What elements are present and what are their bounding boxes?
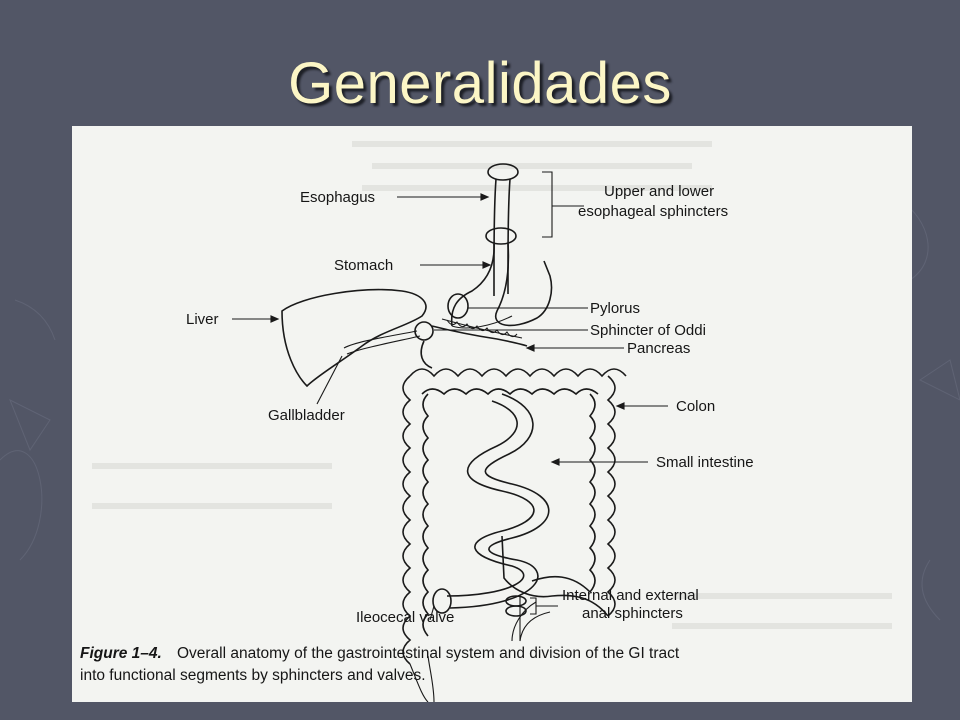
figure-caption-line-2: into functional segments by sphincters a… bbox=[80, 667, 426, 684]
label-anal-sphincters-2: anal sphincters bbox=[582, 605, 683, 622]
anatomy-figure: Esophagus Stomach Liver Gallbladder Uppe… bbox=[72, 126, 912, 702]
label-pancreas: Pancreas bbox=[627, 340, 690, 357]
label-anal-sphincters-1: Internal and external bbox=[562, 587, 699, 604]
label-ileocecal-valve: Ileocecal valve bbox=[356, 609, 454, 626]
pylorus-ring bbox=[447, 293, 469, 319]
label-liver: Liver bbox=[186, 311, 219, 328]
label-esophagus: Esophagus bbox=[300, 189, 375, 206]
label-sphincter-of-oddi: Sphincter of Oddi bbox=[590, 322, 706, 339]
external-anal-sphincter bbox=[505, 605, 527, 617]
bile-duct bbox=[343, 330, 418, 349]
label-upper-lower-sphincters-2: esophageal sphincters bbox=[578, 203, 728, 220]
slide-title: Generalidades bbox=[288, 51, 672, 116]
label-upper-lower-sphincters-1: Upper and lower bbox=[604, 183, 714, 200]
label-colon: Colon bbox=[676, 398, 715, 415]
stomach-shape bbox=[450, 243, 553, 329]
sphincter-of-oddi-ring bbox=[414, 321, 434, 341]
gi-tract-diagram: Esophagus Stomach Liver Gallbladder Uppe… bbox=[80, 141, 892, 702]
liver-shape bbox=[281, 288, 427, 388]
label-stomach: Stomach bbox=[334, 257, 393, 274]
figure-number: Figure 1–4. bbox=[80, 645, 162, 662]
small-intestine-shape bbox=[446, 393, 550, 609]
caption-text-1: Overall anatomy of the gastrointestinal … bbox=[177, 645, 680, 662]
ileocecal-valve-ring bbox=[432, 588, 452, 614]
esophagus-shape bbox=[485, 163, 519, 296]
label-small-intestine: Small intestine bbox=[656, 454, 754, 471]
label-pylorus: Pylorus bbox=[590, 300, 640, 317]
figure-caption-line-1: Figure 1–4. Overall anatomy of the gastr… bbox=[80, 643, 680, 662]
label-gallbladder: Gallbladder bbox=[268, 407, 345, 424]
colon-shape bbox=[402, 368, 627, 665]
